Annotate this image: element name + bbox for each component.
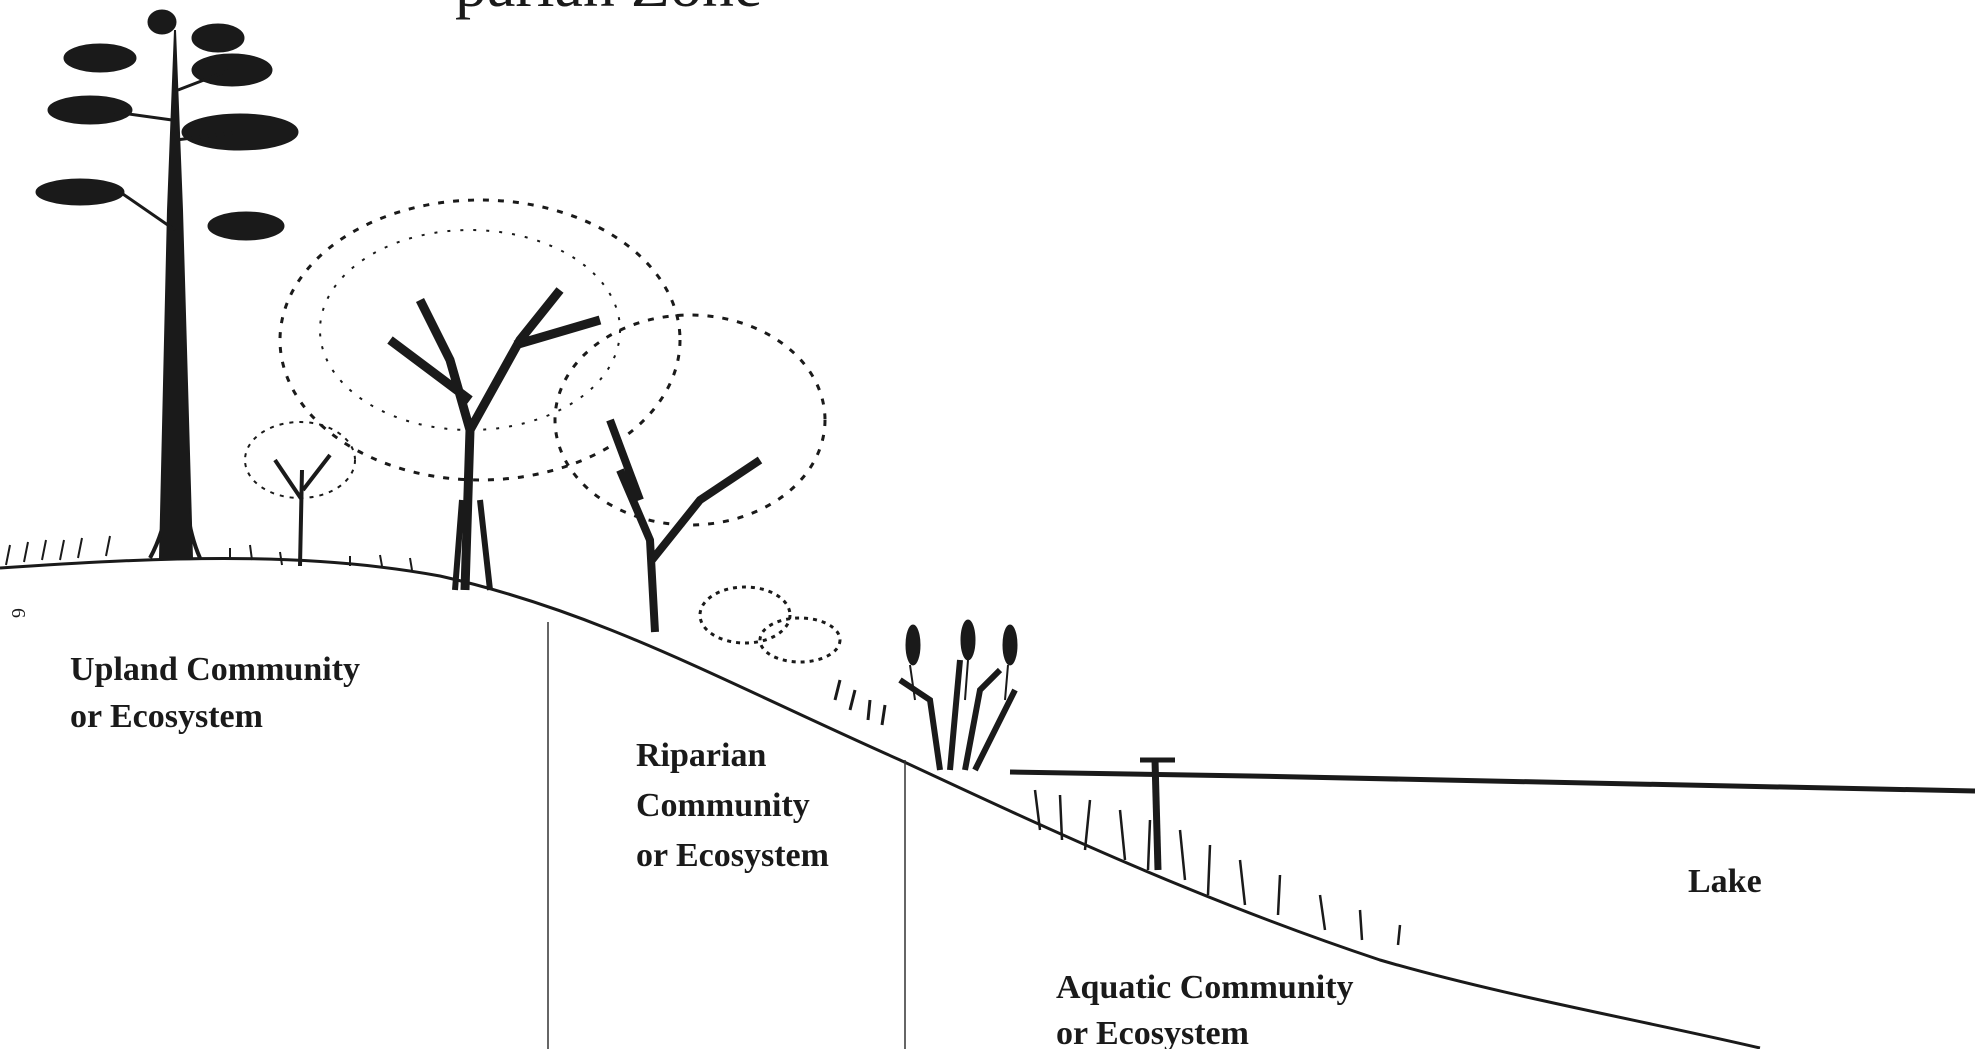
ground-profile-line [0,559,1760,1049]
large-deciduous-tree [280,200,680,590]
aquatic-plants [1035,760,1400,945]
lake-label: Lake [1688,863,1762,900]
pine-tree [36,10,298,558]
cattail-reeds [900,620,1017,770]
upland-label-line2: or Ecosystem [70,698,263,735]
aquatic-label-line2: or Ecosystem [1056,1015,1249,1049]
small-deciduous-tree [245,422,355,566]
riparian-label-line3: or Ecosystem [636,837,829,874]
diagram-title: parian Zone [455,0,762,20]
riparian-tree [555,315,825,632]
riparian-label-line1: Riparian [636,737,766,774]
riparian-label-line2: Community [636,787,810,824]
upland-label-line1: Upland Community [70,651,360,688]
page-number: 6 [7,608,29,618]
riparian-shrubs [700,587,885,725]
aquatic-label-line1: Aquatic Community [1056,969,1354,1006]
